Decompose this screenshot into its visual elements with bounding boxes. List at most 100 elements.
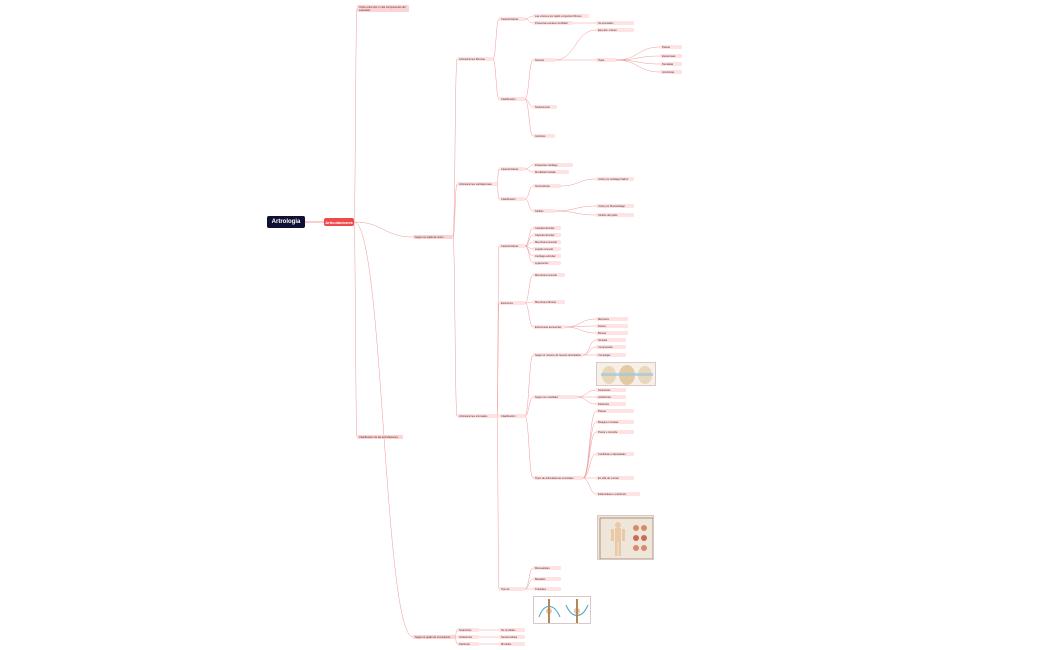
topic-node[interactable]: Presentan escasa movilidad (533, 21, 573, 25)
topic-node[interactable]: No sinoviales (596, 21, 634, 25)
topic-node[interactable]: Triaxiales (533, 587, 561, 591)
topic-node[interactable]: Ligamentos (533, 261, 561, 265)
topic-node[interactable]: Clasificación (499, 197, 525, 201)
topic-node[interactable]: Membrana fibrosa (533, 300, 565, 304)
connector-line (496, 302, 500, 417)
topic-node[interactable]: Según el grado de movimiento (413, 635, 455, 639)
connector-line (582, 346, 597, 356)
connector-line (524, 98, 534, 137)
topic-node[interactable]: Articulaciones cartilaginosas (457, 182, 497, 186)
topic-node[interactable]: Articulaciones fibrosas (457, 57, 493, 61)
topic-node[interactable]: Planas (660, 45, 682, 49)
root-node[interactable]: Artrologia (267, 216, 305, 228)
topic-node[interactable]: Según su tejido de unión (413, 235, 453, 239)
topic-node[interactable]: Sínfisis del pubis (596, 213, 634, 217)
topic-node[interactable]: Complejas (596, 353, 626, 357)
topic-node[interactable]: Semimovibles (499, 635, 525, 639)
topic-node[interactable]: Según el número de huesos articulados (533, 353, 583, 357)
topic-node[interactable]: Tipos (596, 58, 616, 62)
topic-node[interactable]: Sínfisis (533, 209, 555, 213)
topic-node[interactable]: No movibles (499, 628, 525, 632)
topic-node[interactable]: Planas (596, 409, 634, 413)
topic-node[interactable]: Cavidad articular (533, 226, 561, 230)
topic-node[interactable]: Movibles (499, 642, 525, 646)
topic-node[interactable]: Esferoideas o enartrosis (596, 492, 640, 496)
topic-node[interactable]: Características (499, 244, 525, 248)
connector-line (560, 178, 597, 187)
skeleton-joints-illustration (597, 515, 654, 560)
connector-line (524, 302, 534, 328)
connector-line (452, 58, 458, 238)
topic-node[interactable]: Cápsula articular (533, 233, 561, 237)
topic-node[interactable]: Suturas (533, 58, 555, 62)
connector-line (582, 410, 597, 479)
topic-node[interactable]: Tipos de articulaciones sinoviales (533, 476, 583, 480)
connector-line (353, 221, 414, 238)
connector-line (524, 415, 534, 479)
connector-line (576, 389, 597, 398)
topic-node[interactable]: Sinartrosis (596, 388, 626, 392)
connector-line (492, 18, 500, 60)
topic-node[interactable]: Unión por cartílago hialino (596, 177, 634, 181)
topic-node[interactable]: Ejemplo: cráneo (596, 28, 634, 32)
topic-node[interactable]: Diartrosis (457, 642, 479, 646)
connector-line (353, 221, 414, 638)
topic-node[interactable]: Membrana sinovial (533, 240, 561, 244)
topic-node[interactable]: Simples (596, 338, 626, 342)
topic-node[interactable]: Pivote o trocoide (596, 430, 634, 434)
central-topic-node[interactable]: Articulaciones (324, 218, 354, 226)
connector-line (564, 326, 597, 334)
topic-node[interactable]: Monoaxiales (533, 566, 561, 570)
connector-line (554, 205, 597, 212)
topic-node[interactable]: Condíleas o elipsoideas (596, 452, 634, 456)
topic-node[interactable]: Anfiartrosis (457, 635, 479, 639)
topic-node[interactable]: Estructuras accesorias (533, 325, 565, 329)
topic-node[interactable]: Dentadas (660, 62, 682, 66)
topic-node[interactable]: Unión entre dos o más componentes del es… (357, 5, 409, 12)
connector-line (524, 396, 534, 417)
connector-line (524, 567, 534, 590)
topic-node[interactable]: Clasificación (499, 97, 525, 101)
topic-node[interactable]: Características (499, 17, 525, 21)
topic-node[interactable]: Tipo de movimiento (499, 587, 525, 591)
connector-line (524, 578, 534, 590)
topic-node[interactable]: Movilidad limitada (533, 170, 569, 174)
topic-node[interactable]: Cartílago articular (533, 254, 561, 258)
topic-node[interactable]: Articulaciones sinoviales (457, 414, 497, 418)
connector-line (353, 221, 358, 438)
connector-line (564, 318, 597, 328)
topic-node[interactable]: Sindesmosis (533, 105, 557, 109)
connector-line (524, 164, 534, 170)
connector-line (524, 354, 534, 417)
topic-node[interactable]: Meniscos (596, 317, 628, 321)
topic-node[interactable]: Líquido sinovial (533, 247, 561, 251)
topic-node[interactable]: Sincondrosis (533, 184, 561, 188)
topic-node[interactable]: Estructura (499, 301, 525, 305)
topic-node[interactable]: Armónicas (660, 70, 682, 74)
topic-node[interactable]: Bisagra o troclear (596, 420, 634, 424)
topic-node[interactable]: Clasificación (499, 414, 525, 418)
topic-node[interactable]: Discos (596, 324, 628, 328)
connector-line (554, 29, 597, 61)
topic-node[interactable]: Unión por fibrocartílago (596, 204, 634, 208)
topic-node[interactable]: Sinartrosis (457, 628, 479, 632)
topic-node[interactable]: Clasificación de las articulaciones (357, 435, 403, 439)
topic-node[interactable]: Diartrosis (596, 402, 626, 406)
connector-line (496, 415, 500, 590)
topic-node[interactable]: Bursas (596, 331, 628, 335)
topic-node[interactable]: Presentan cartílago (533, 163, 573, 167)
connector-line (524, 15, 534, 20)
topic-node[interactable]: Escamosas (660, 54, 682, 58)
topic-node[interactable]: Características (499, 167, 525, 171)
topic-node[interactable]: Compuestas (596, 345, 626, 349)
topic-node[interactable]: Las uniones por tejido conjuntivo fibros… (533, 14, 589, 18)
topic-node[interactable]: Gónfosis (533, 134, 555, 138)
topic-node[interactable]: Biaxiales (533, 577, 561, 581)
topic-node[interactable]: Anfiartrosis (596, 395, 626, 399)
topic-node[interactable]: Según su movilidad (533, 395, 577, 399)
topic-node[interactable]: Membrana sinovial (533, 273, 565, 277)
topic-node[interactable]: En silla de montar (596, 476, 634, 480)
connector-line (524, 98, 534, 108)
connector-line (524, 227, 534, 247)
